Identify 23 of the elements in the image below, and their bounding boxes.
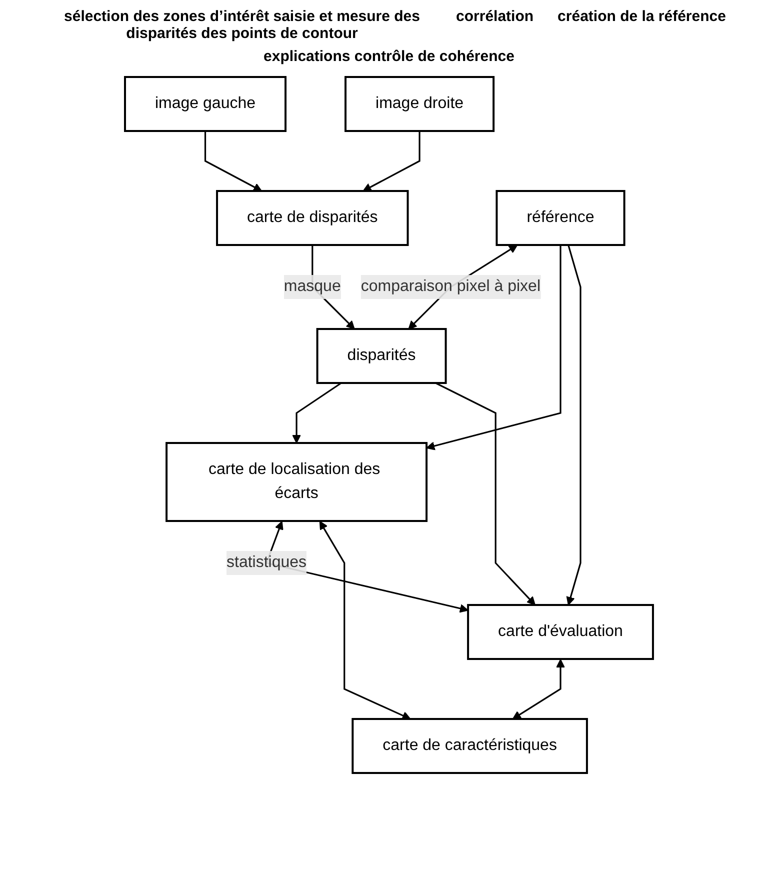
arrow — [426, 245, 562, 450]
edge-label: masque — [284, 278, 341, 295]
arrow — [435, 382, 536, 606]
node-box: image droite — [344, 76, 495, 132]
node-box: carte d'évaluation — [467, 604, 654, 660]
annotation-text: explications contrôle de cohérence — [264, 48, 514, 65]
node-box: carte de caractéristiques — [352, 718, 588, 774]
arrow — [566, 244, 582, 606]
annotation-text: corrélation — [456, 8, 534, 27]
arrow — [512, 658, 565, 720]
node-box: carte de disparités — [216, 190, 409, 246]
edge-label: statistiques — [226, 554, 307, 571]
node-box: référence — [496, 190, 626, 246]
arrow — [204, 131, 262, 192]
annotation-text: sélection des zones d’intérêt saisie et mesure des disparités des points de contour — [63, 8, 421, 42]
arrow — [362, 131, 420, 192]
annotation-text: création de la référence — [558, 8, 726, 27]
edge-label: comparaison pixel à pixel — [360, 278, 541, 295]
node-box: disparités — [316, 328, 447, 384]
arrow — [292, 382, 342, 444]
node-box: image gauche — [124, 76, 287, 132]
arrow — [319, 520, 411, 720]
node-box: carte de localisation des écarts — [166, 442, 428, 522]
